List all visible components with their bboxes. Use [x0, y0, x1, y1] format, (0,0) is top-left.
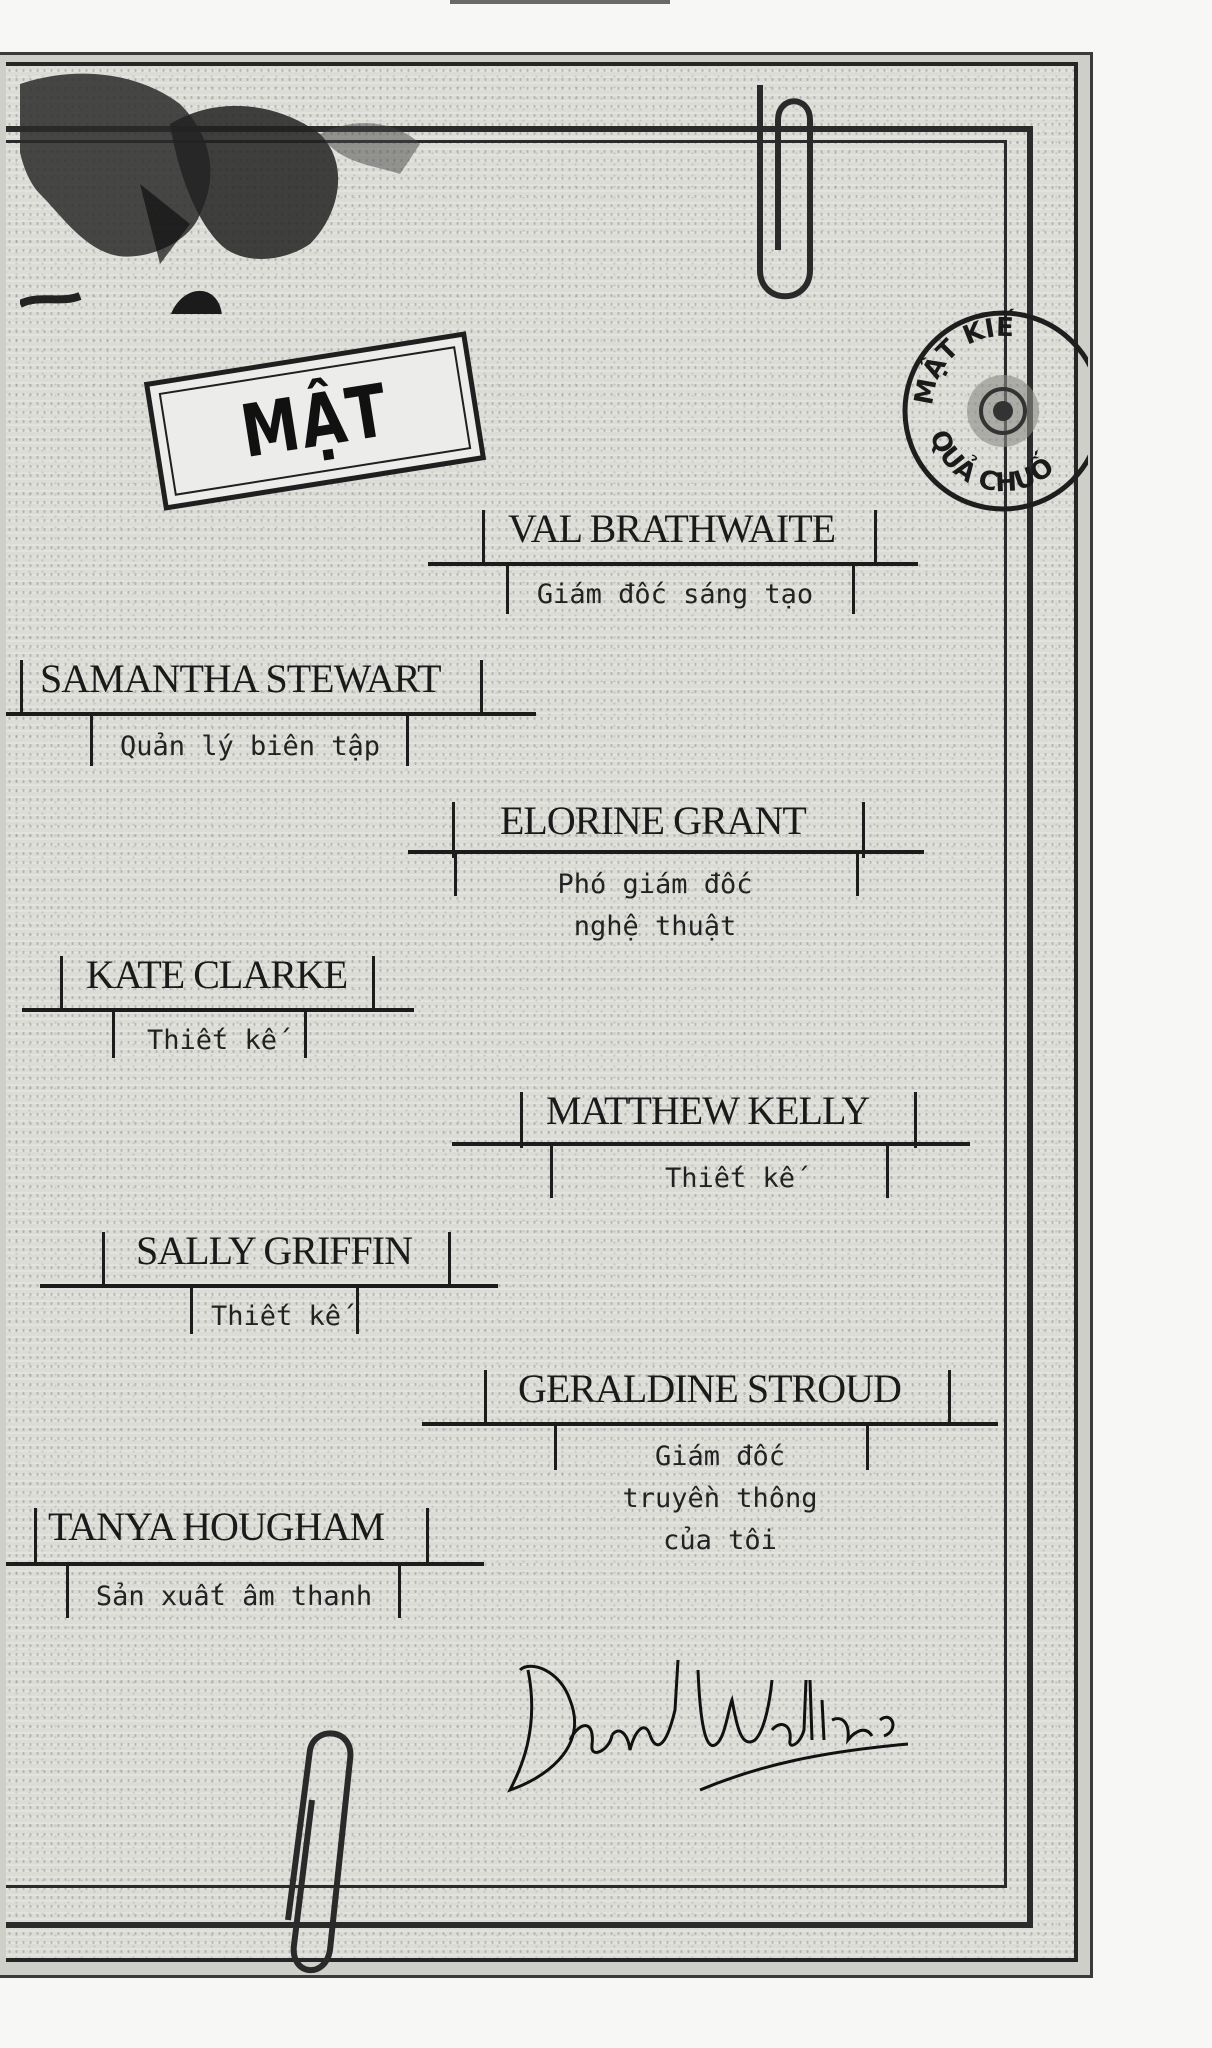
staff-role: Thiết kế [146, 1025, 278, 1056]
role-bracket-left [112, 1012, 115, 1058]
name-underline [408, 850, 924, 854]
name-underline [22, 1008, 414, 1012]
outer-frame [6, 126, 1033, 1928]
role-bracket-left [554, 1426, 557, 1470]
name-bracket-right [914, 1092, 917, 1148]
signature [507, 1659, 909, 1793]
role-bracket-right [398, 1566, 401, 1618]
staff-role-line-2: nghệ thuật [573, 911, 737, 942]
staff-role-line-1: Phó giám đốc [557, 869, 753, 900]
role-bracket-right [406, 716, 409, 766]
role-bracket-left [550, 1146, 553, 1198]
role-bracket-right [866, 1426, 869, 1470]
role-bracket-right [356, 1288, 359, 1334]
name-underline [422, 1422, 998, 1426]
staff-role: Sản xuất âm thanh [95, 1581, 373, 1612]
name-underline [452, 1142, 970, 1146]
role-bracket-right [852, 566, 855, 614]
role-bracket-left [90, 716, 93, 766]
name-bracket-left [520, 1092, 523, 1148]
paperclip-top [757, 85, 813, 300]
staff-role: Thiết kế [664, 1163, 796, 1194]
name-bracket-left [484, 1370, 487, 1426]
name-bracket-left [34, 1508, 37, 1564]
staff-role-line-2: truyền thông [622, 1483, 818, 1514]
role-bracket-left [66, 1566, 69, 1618]
staff-name: ELORINE GRANT [500, 798, 807, 843]
name-underline [40, 1284, 498, 1288]
role-bracket-left [190, 1288, 193, 1334]
name-bracket-left [20, 660, 23, 716]
staff-name: GERALDINE STROUD [518, 1366, 902, 1411]
seal-stamp: MẬT KIẾ QUẢ CHUỐ [902, 308, 1088, 512]
staff-role: Giám đốc sáng tạo [536, 579, 814, 610]
inner-frame [6, 140, 1007, 1888]
staff-role-line-3: của tôi [663, 1525, 777, 1556]
staff-name: MATTHEW KELLY [546, 1088, 870, 1133]
name-bracket-right [372, 956, 375, 1012]
name-bracket-right [948, 1370, 951, 1426]
role-bracket-right [886, 1146, 889, 1198]
role-bracket-right [304, 1012, 307, 1058]
name-bracket-right [448, 1232, 451, 1288]
staff-name: VAL BRATHWAITE [508, 506, 836, 551]
name-underline [428, 562, 918, 566]
staff-name: KATE CLARKE [86, 952, 348, 997]
staff-role-line-1: Giám đốc [654, 1441, 786, 1472]
staff-name: SAMANTHA STEWART [40, 656, 442, 701]
name-bracket-left [482, 510, 485, 566]
name-underline [6, 712, 536, 716]
staff-role: Thiết kế [210, 1301, 342, 1332]
name-bracket-left [452, 802, 455, 858]
name-underline [6, 1562, 484, 1566]
top-scan-edge [450, 0, 670, 4]
name-bracket-right [874, 510, 877, 566]
name-bracket-right [480, 660, 483, 716]
role-bracket-left [454, 854, 457, 896]
role-bracket-right [856, 854, 859, 896]
staff-name: SALLY GRIFFIN [136, 1228, 413, 1273]
paperclip-bottom [285, 1730, 354, 1973]
name-bracket-left [60, 956, 63, 1012]
name-bracket-left [102, 1232, 105, 1288]
name-bracket-right [426, 1508, 429, 1564]
staff-role: Quản lý biên tập [119, 731, 381, 762]
name-bracket-right [862, 802, 865, 858]
staff-name: TANYA HOUGHAM [48, 1504, 385, 1549]
ink-splat-illustration [20, 73, 420, 314]
role-bracket-left [506, 566, 509, 614]
